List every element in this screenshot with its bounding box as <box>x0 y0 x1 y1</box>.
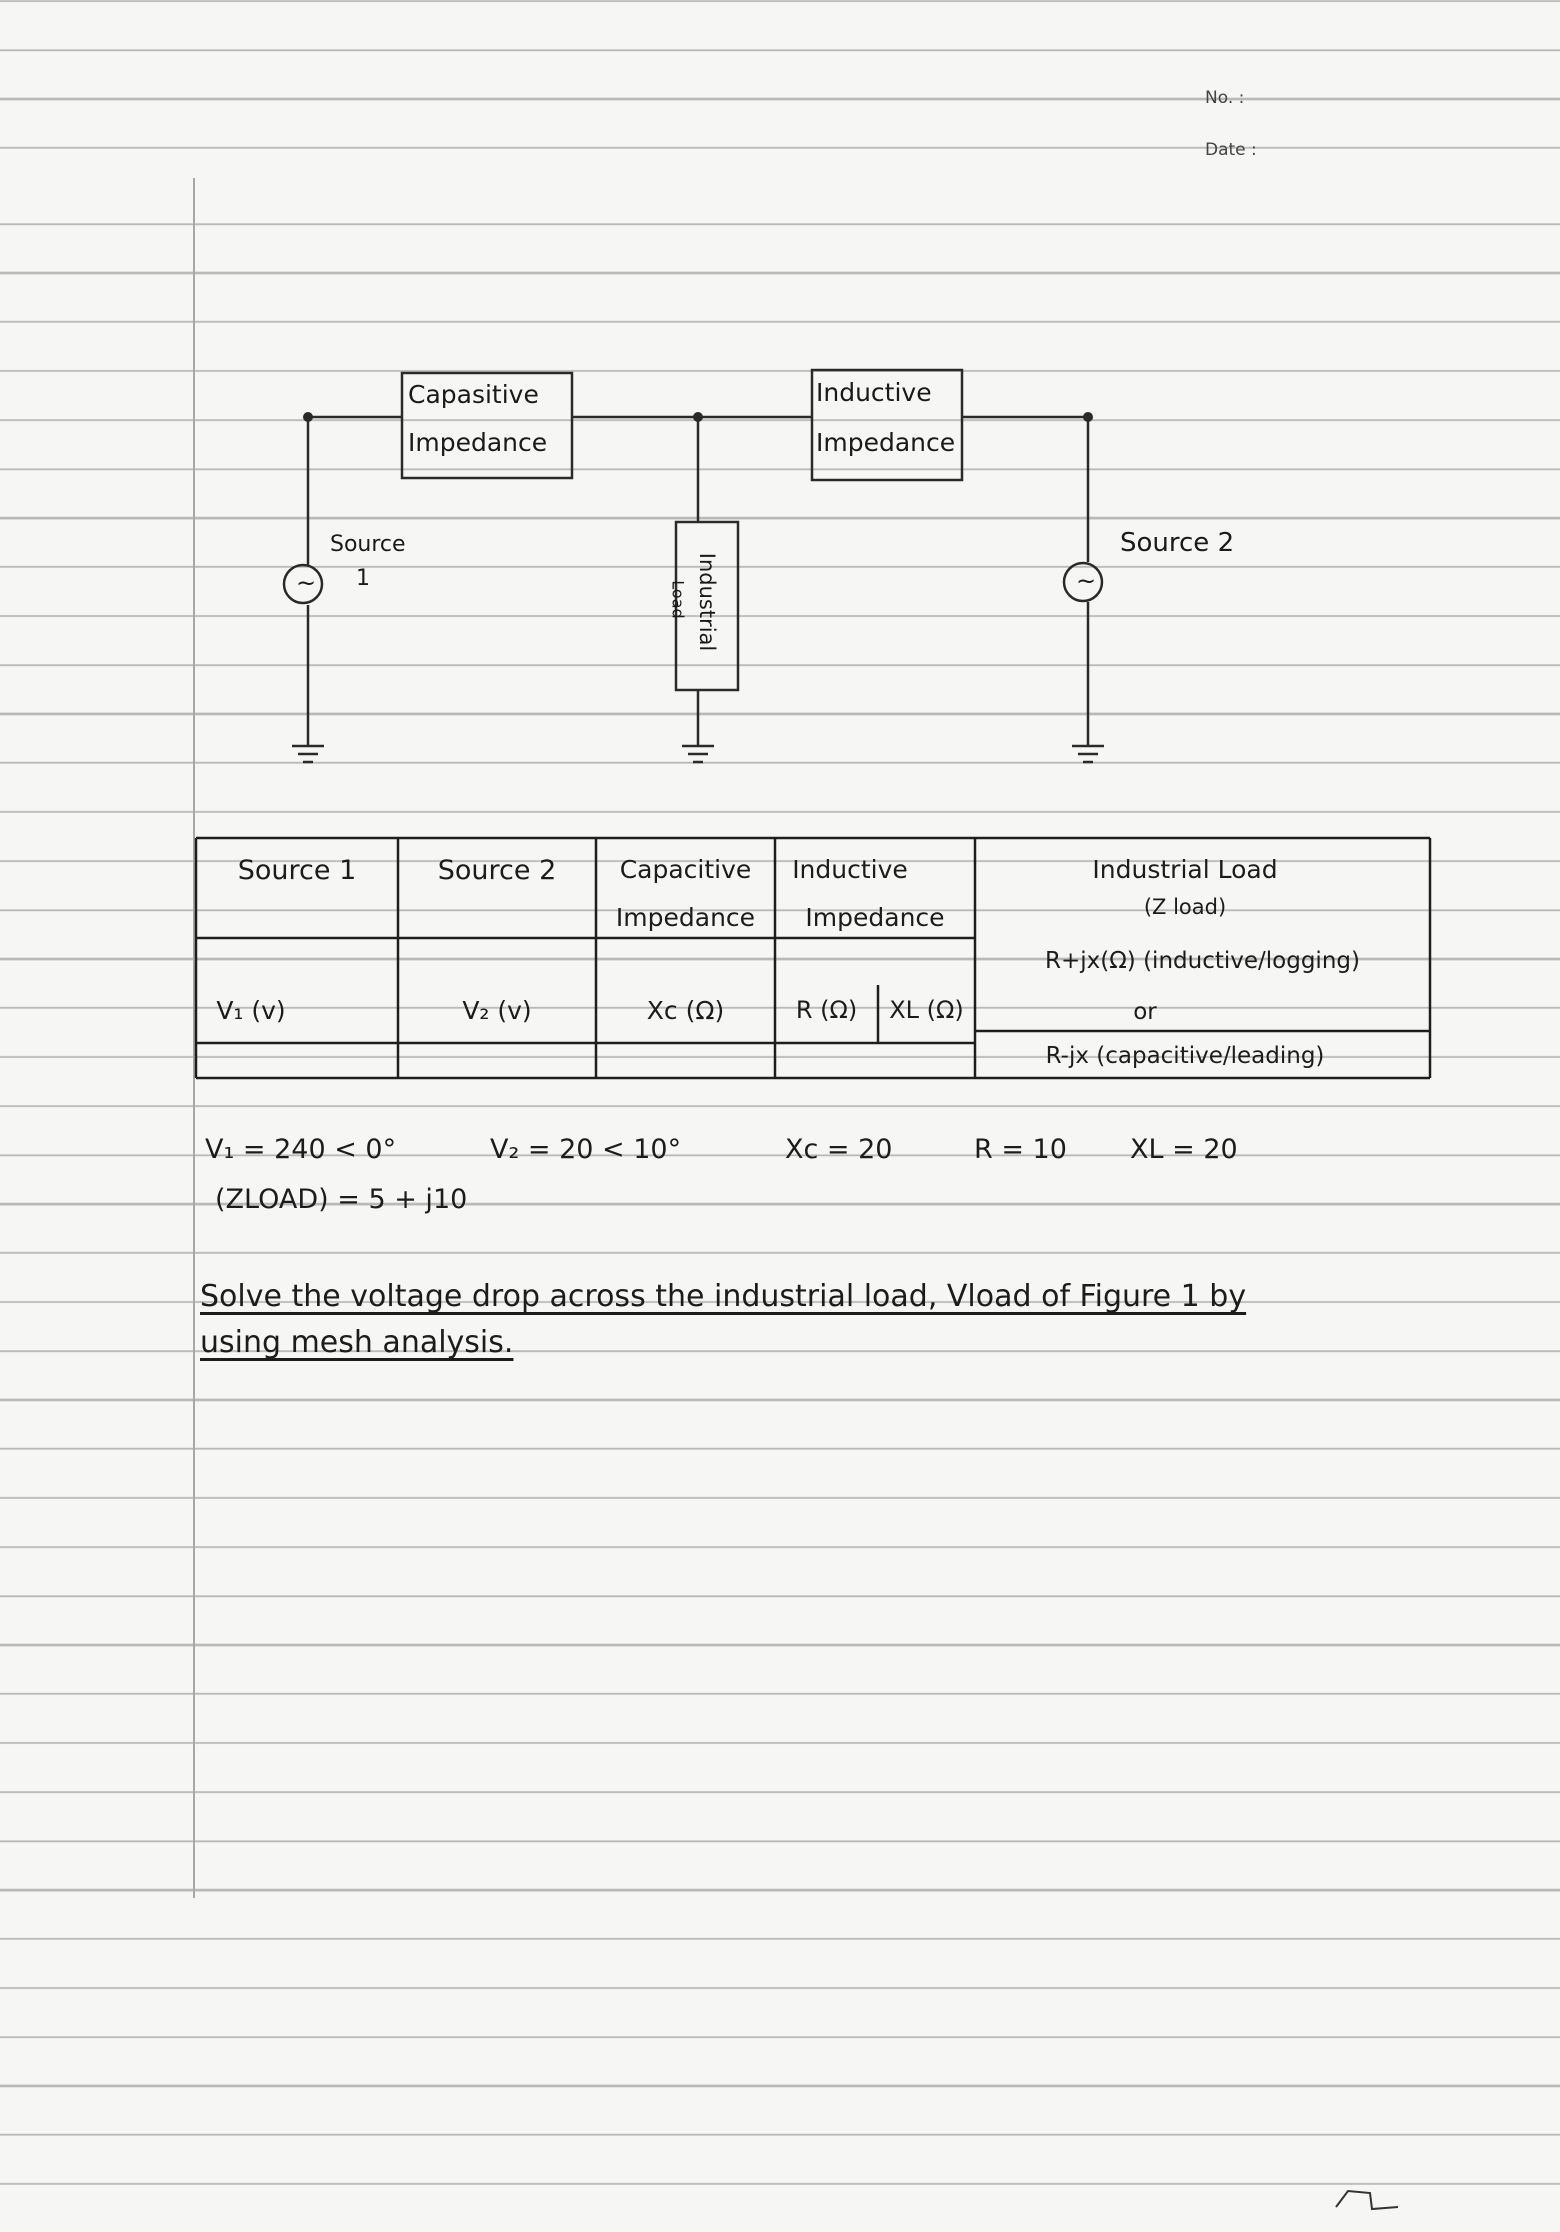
header-capacitive-1: Capacitive <box>619 855 752 884</box>
given-v2: V₂ = 20 < 10° <box>490 1134 682 1165</box>
unit-v2: V₂ (v) <box>462 996 532 1025</box>
source-1-symbol <box>282 563 324 605</box>
source-2-symbol <box>1062 561 1104 603</box>
header-load-2: (Z load) <box>1143 895 1227 919</box>
load-note-inductive: R+jx(Ω) (inductive/logging) <box>1045 948 1360 974</box>
capacitive-label-2: Impedance <box>408 428 548 457</box>
given-v1: V₁ = 240 < 0° <box>205 1134 397 1165</box>
inductive-label-1: Inductive <box>816 378 932 407</box>
load-note-or: or <box>1133 999 1157 1025</box>
unit-v1: V₁ (v) <box>216 996 286 1025</box>
header-inductive-1: Inductive <box>792 855 908 884</box>
load-note-capacitive: R-jx (capacitive/leading) <box>1045 1043 1325 1069</box>
industrial-load-box <box>674 520 740 692</box>
unit-r: R (Ω) <box>795 996 858 1024</box>
header-source-1: Source 1 <box>237 855 357 886</box>
header-capacitive-2: Impedance <box>615 903 756 932</box>
header-load-1: Industrial Load <box>1092 855 1278 884</box>
capacitive-impedance-box <box>400 371 574 480</box>
given-r: R = 10 <box>974 1134 1067 1165</box>
source-1-number: 1 <box>356 566 370 591</box>
header-source-2: Source 2 <box>437 855 557 886</box>
ground-middle <box>682 744 714 764</box>
ground-right <box>1072 744 1104 764</box>
source-2-label: Source 2 <box>1120 528 1235 558</box>
inductive-impedance-box <box>810 368 964 482</box>
unit-xc: Xc (Ω) <box>646 996 725 1025</box>
ground-left <box>292 744 324 764</box>
node-right <box>1083 412 1093 422</box>
parameter-table <box>194 836 1432 1080</box>
footer-signature-mark <box>1335 2189 1399 2211</box>
header-date: Date : <box>1205 140 1257 160</box>
header-no: No. : <box>1205 88 1245 108</box>
given-xl: XL = 20 <box>1130 1134 1238 1165</box>
header-inductive-2: Impedance <box>805 903 945 932</box>
source-1-glyph: ~ <box>296 569 317 597</box>
question-line-2: using mesh analysis. <box>200 1325 514 1360</box>
source-1-label: Source <box>330 532 406 557</box>
margin-line <box>193 178 195 1898</box>
node-left <box>303 412 313 422</box>
capacitive-label-1: Capasitive <box>408 380 539 409</box>
given-zload: (ZLOAD) = 5 + j10 <box>215 1184 468 1215</box>
question-line-1: Solve the voltage drop across the indust… <box>200 1279 1247 1314</box>
unit-xl: XL (Ω) <box>889 996 964 1024</box>
node-middle <box>693 412 703 422</box>
source-2-glyph: ~ <box>1076 567 1097 595</box>
circuit-diagram <box>282 368 1104 764</box>
given-xc: Xc = 20 <box>785 1134 893 1165</box>
inductive-label-2: Impedance <box>816 428 956 457</box>
